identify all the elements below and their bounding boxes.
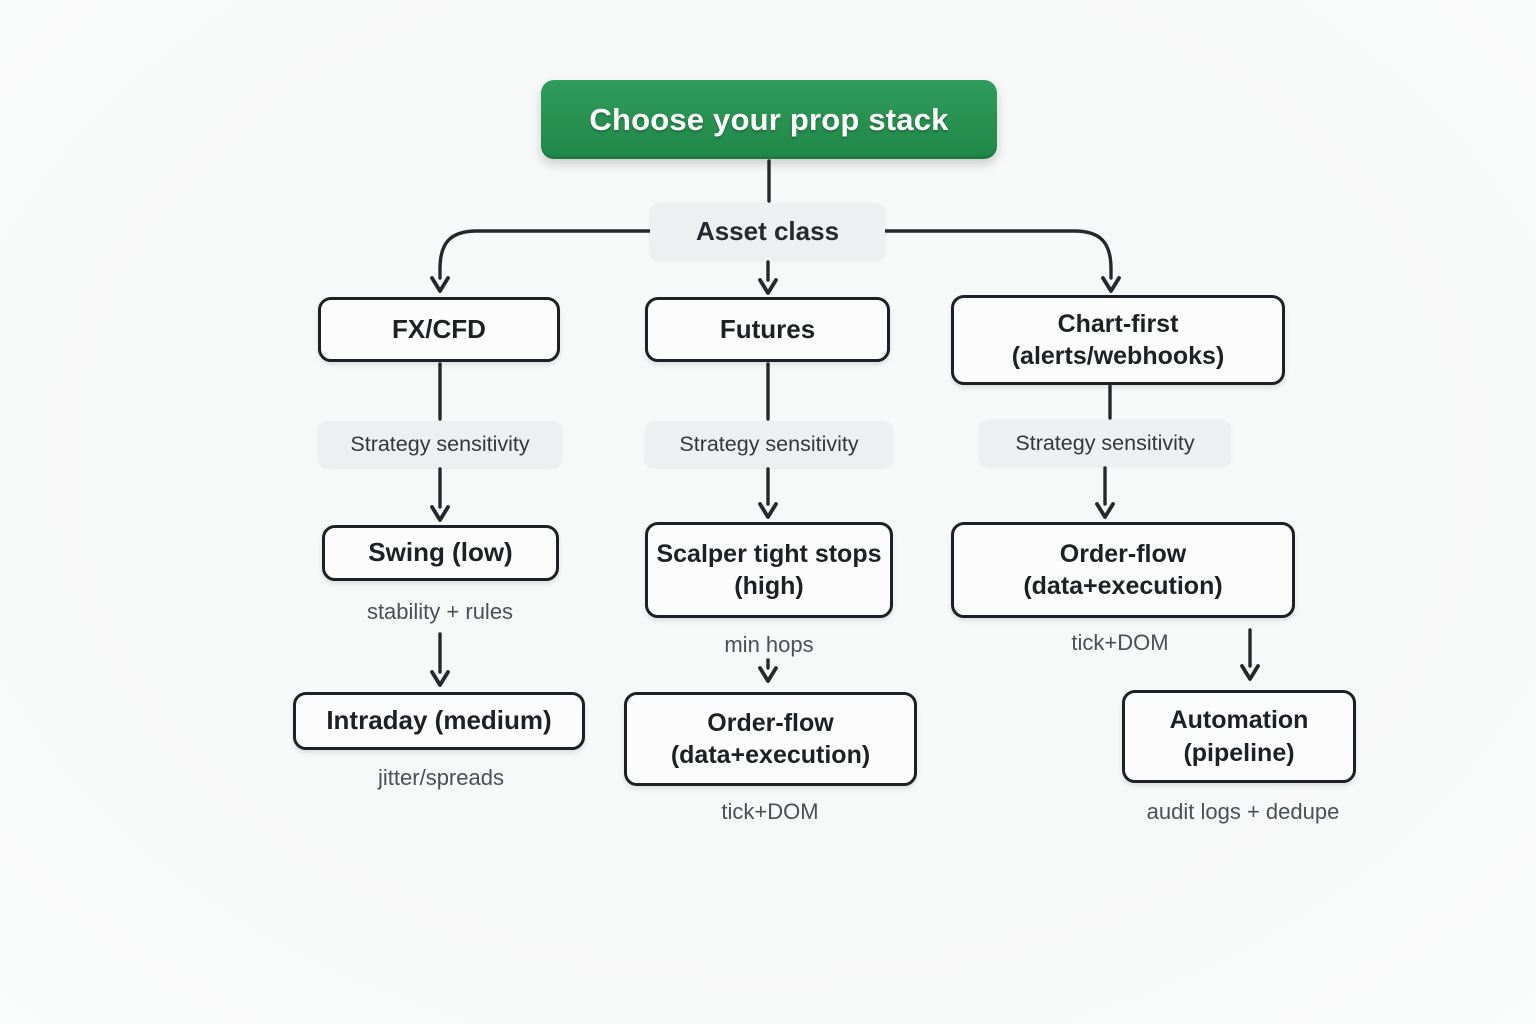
title-banner: Choose your prop stack [541,80,997,159]
node-swing-low: Swing (low) [322,525,559,581]
node-order-flow-futures: Order-flow (data+execution) [624,692,917,786]
pill-strategy-sensitivity-futures: Strategy sensitivity [645,421,893,467]
arrow-asset-to-chart [882,229,1121,293]
node-asset-class: Asset class [650,203,885,260]
node-order-flow-chart: Order-flow (data+execution) [951,522,1295,618]
caption-tick-dom-futures: tick+DOM [721,799,819,824]
caption-jitter-spreads: jitter/spreads [378,765,504,790]
caption-tick-dom-chart: tick+DOM [1071,630,1169,655]
node-automation-pipeline: Automation (pipeline) [1122,690,1356,783]
caption-stability-rules: stability + rules [366,599,514,624]
pill-strategy-sensitivity-fx: Strategy sensitivity [318,421,562,467]
node-fx-cfd: FX/CFD [318,297,560,362]
node-futures: Futures [645,297,890,362]
node-chart-first: Chart-first (alerts/webhooks) [951,295,1285,385]
pill-strategy-sensitivity-chart: Strategy sensitivity [979,420,1231,466]
caption-audit-logs: audit logs + dedupe [1146,799,1340,824]
caption-min-hops: min hops [724,632,814,657]
arrow-asset-to-fx [430,229,653,293]
node-scalper-tight-stops: Scalper tight stops (high) [645,522,893,618]
node-intraday-medium: Intraday (medium) [293,692,585,750]
